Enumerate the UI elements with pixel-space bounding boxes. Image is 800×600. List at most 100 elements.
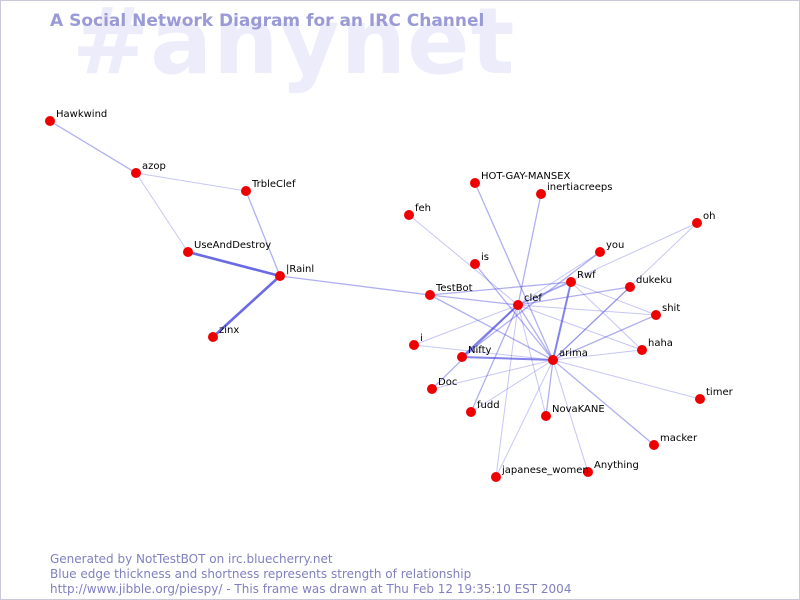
edge-azop-trbleclef: [135, 172, 247, 192]
node-clef: clef: [513, 293, 542, 310]
node-label: inertiacreeps: [547, 182, 612, 193]
node-haha: haha: [637, 338, 673, 355]
edge-rainl-testbot: [279, 275, 431, 296]
node-dot: [208, 332, 218, 342]
node-label: shit: [662, 303, 680, 314]
node-label: Rwf: [577, 270, 596, 281]
node-label: NovaKANE: [552, 404, 605, 415]
edge-you-clef: [517, 251, 601, 306]
edge-useanddestroy-rainl: [187, 250, 281, 278]
node-dot: [692, 218, 702, 228]
node-label: TrbleClef: [251, 179, 296, 190]
edge-zinx-rainl: [212, 275, 281, 338]
node-label: timer: [706, 387, 734, 398]
node-label: |Rainl: [286, 264, 314, 275]
edge-shit-arima: [552, 314, 657, 361]
footer-legend-line: Blue edge thickness and shortness repres…: [50, 567, 472, 581]
node-azop: azop: [131, 161, 166, 178]
edge-oh-clef: [517, 222, 698, 306]
node-dot: [427, 384, 437, 394]
node-label: Hawkwind: [56, 109, 107, 120]
node-label: macker: [660, 433, 698, 444]
node-dot: [651, 310, 661, 320]
edge-clef-shit: [517, 304, 657, 316]
node-doc: Doc: [427, 377, 457, 394]
node-label: HOT-GAY-MANSEX: [481, 171, 571, 182]
edge-hot-gay-mansex-arima: [474, 182, 554, 361]
edge-trbleclef-rainl: [245, 190, 281, 277]
node-label: i: [420, 333, 423, 344]
node-dot: [470, 178, 480, 188]
node-dot: [425, 290, 435, 300]
edge-clef-japanese-women: [495, 304, 519, 478]
node-inertiacreeps: inertiacreeps: [536, 182, 612, 199]
node-dot: [45, 116, 55, 126]
node-timer: timer: [695, 387, 734, 404]
node-feh: feh: [404, 203, 431, 220]
node-useanddestroy: UseAndDestroy: [183, 240, 271, 257]
node-label: Doc: [438, 377, 457, 388]
node-label: clef: [524, 293, 542, 304]
node-trbleclef: TrbleClef: [241, 179, 296, 196]
node-hot-gay-mansex: HOT-GAY-MANSEX: [470, 171, 571, 188]
node-dot: [491, 472, 501, 482]
edge-macker-arima: [552, 359, 655, 446]
edge-testbot-clef: [429, 294, 519, 306]
edge-rwf-arima: [552, 281, 572, 361]
edge-clef-nifty: [461, 304, 519, 358]
node-dukeku: dukeku: [625, 275, 672, 292]
node-rainl: |Rainl: [275, 264, 314, 281]
node-nifty: Nifty: [457, 345, 492, 362]
edge-azop-useanddestroy: [135, 172, 189, 253]
node-rwf: Rwf: [566, 270, 596, 287]
node-dot: [183, 247, 193, 257]
edge-clef-haha: [517, 304, 643, 351]
node-dot: [583, 467, 593, 477]
node-dot: [466, 407, 476, 417]
edge-fudd-arima: [470, 359, 554, 413]
footer-url-line: http://www.jibble.org/piespy/ - This fra…: [50, 582, 572, 596]
node-zinx: zinx: [208, 325, 239, 342]
edge-clef-arima: [517, 304, 554, 361]
node-dot: [595, 247, 605, 257]
edge-doc-arima: [431, 359, 554, 390]
node-label: you: [606, 240, 624, 251]
edge-clef-doc: [431, 304, 519, 390]
node-label: japanese_women: [501, 465, 589, 476]
edge-clef-i: [413, 304, 519, 346]
node-dot: [541, 411, 551, 421]
edge-rwf-shit: [570, 281, 657, 316]
node-testbot: TestBot: [425, 283, 473, 300]
node-shit: shit: [651, 303, 680, 320]
node-fudd: fudd: [466, 400, 500, 417]
node-anything: Anything: [583, 460, 639, 477]
edge-dukeku-arima: [552, 286, 631, 361]
node-macker: macker: [649, 433, 698, 450]
node-label: fudd: [477, 400, 500, 411]
edges-layer: [49, 120, 701, 478]
edge-dukeku-clef: [517, 286, 631, 306]
edge-inertiacreeps-clef: [517, 193, 542, 306]
node-label: dukeku: [636, 275, 672, 286]
node-oh: oh: [692, 211, 715, 228]
node-label: zinx: [219, 325, 239, 336]
edge-novakane-arima: [545, 359, 554, 417]
node-dot: [241, 186, 251, 196]
node-dot: [637, 345, 647, 355]
node-label: Nifty: [468, 345, 492, 356]
node-label: arima: [559, 348, 588, 359]
edge-nifty-arima: [461, 356, 554, 361]
node-label: feh: [415, 203, 431, 214]
edge-anything-arima: [552, 359, 589, 473]
node-arima: arima: [548, 348, 588, 365]
node-japanese-women: japanese_women: [491, 465, 589, 482]
edge-oh-arima: [552, 222, 698, 361]
edge-rwf-testbot: [429, 281, 572, 296]
edge-feh-clef: [408, 214, 519, 306]
node-label: Anything: [594, 460, 639, 471]
node-i: i: [409, 333, 423, 350]
node-label: haha: [648, 338, 673, 349]
edge-haha-arima: [552, 349, 643, 361]
